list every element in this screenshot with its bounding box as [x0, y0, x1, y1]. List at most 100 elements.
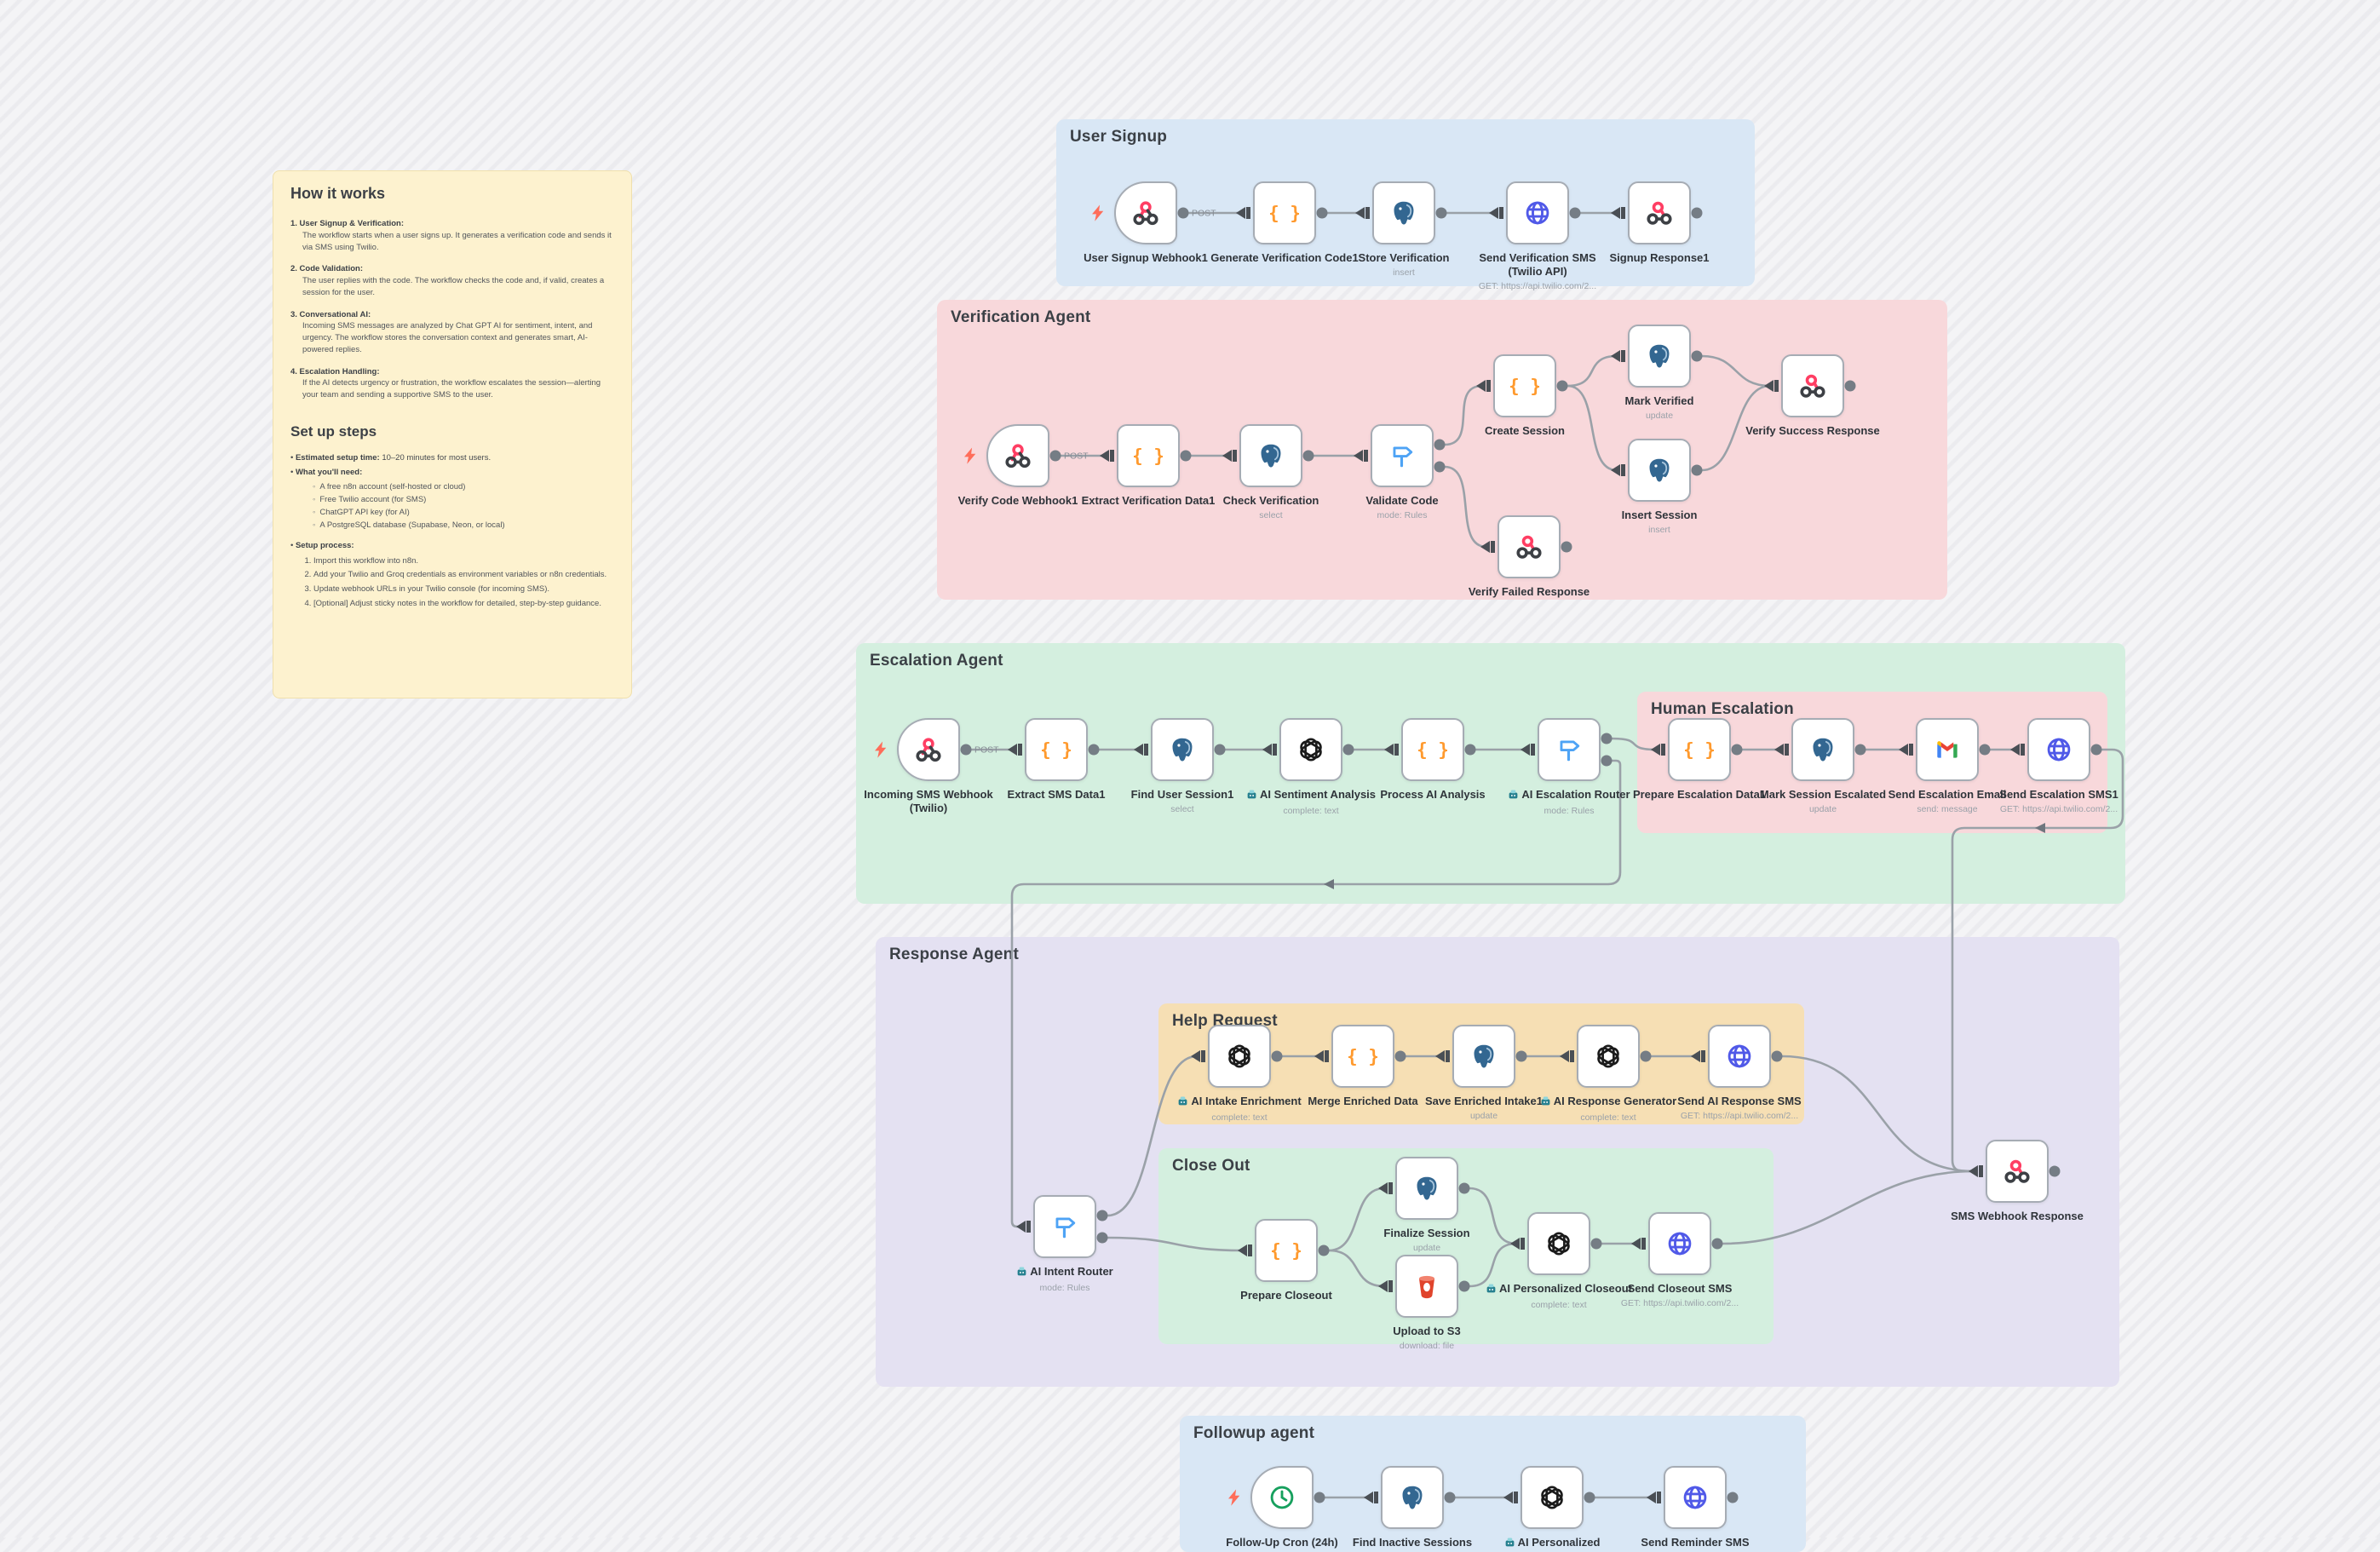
node-subtitle: insert — [1648, 524, 1670, 535]
node-label: Extract Verification Data1 — [1081, 494, 1216, 507]
postgres-icon — [1256, 441, 1285, 470]
node-extract-sms-data1[interactable]: { } Extract SMS Data1 — [1008, 718, 1105, 801]
code-icon: { } — [1348, 1042, 1377, 1071]
robot-badge-icon — [1540, 1095, 1551, 1110]
robot-badge-icon — [1246, 789, 1257, 803]
node-subtitle: complete: text — [1283, 805, 1339, 816]
node-prepare-escalation-data1[interactable]: { }Prepare Escalation Data1 — [1633, 718, 1766, 801]
respond-icon — [1515, 532, 1544, 561]
node-send-verification-sms-twilio-api[interactable]: Send Verification SMS (Twilio API)GET: h… — [1479, 181, 1596, 291]
node-send-reminder-sms[interactable]: Send Reminder SMS — [1641, 1466, 1750, 1549]
webhook-icon — [1003, 441, 1032, 470]
postgres-icon — [1398, 1483, 1427, 1512]
http-icon — [1665, 1229, 1694, 1258]
robot-badge-icon — [1016, 1266, 1027, 1280]
node-ai-personalized[interactable]: AI Personalized — [1505, 1466, 1600, 1549]
node-label: Follow-Up Cron (24h) — [1226, 1536, 1338, 1549]
openai-icon — [1296, 735, 1325, 764]
svg-text:{ }: { } — [1270, 203, 1299, 224]
code-icon: { } — [1685, 735, 1714, 764]
node-extract-verification-data1[interactable]: { }Extract Verification Data1 — [1082, 424, 1215, 507]
node-label: Merge Enriched Data — [1308, 1095, 1418, 1107]
node-subtitle: update — [1412, 1242, 1441, 1253]
node-verify-success-response[interactable]: Verify Success Response — [1745, 354, 1880, 437]
svg-text:{ }: { } — [1042, 739, 1071, 761]
http-icon — [1725, 1042, 1754, 1071]
node-label: Generate Verification Code1 — [1210, 251, 1359, 264]
node-label: SMS Webhook Response — [1951, 1210, 2084, 1222]
sticky-needs-list: A free n8n account (self-hosted or cloud… — [290, 481, 614, 532]
node-subtitle: send: message — [1917, 803, 1978, 814]
node-subtitle: mode: Rules — [1377, 509, 1428, 520]
node-create-session[interactable]: { }Create Session — [1485, 354, 1565, 437]
node-generate-verification-code1[interactable]: { } Generate Verification Code1 — [1210, 181, 1359, 264]
sticky-note-how-it-works[interactable]: How it works 1. User Signup & Verificati… — [273, 170, 632, 698]
sticky-item-2: 2. Code Validation: The user replies wit… — [290, 264, 605, 297]
node-label: User Signup Webhook1 — [1084, 251, 1208, 264]
switch-icon — [1050, 1212, 1079, 1241]
openai-icon — [1544, 1229, 1573, 1258]
node-verify-failed-response[interactable]: Verify Failed Response — [1469, 515, 1590, 598]
group-verification-agent[interactable]: Verification Agent — [937, 300, 1947, 600]
openai-icon — [1538, 1483, 1567, 1512]
sticky-setup-time: • Estimated setup time: 10–20 minutes fo… — [290, 452, 492, 463]
code-icon: { } — [1272, 1236, 1301, 1265]
node-follow-up-cron-24h[interactable]: Follow-Up Cron (24h) — [1226, 1466, 1338, 1549]
node-subtitle: update — [1645, 410, 1674, 421]
http-icon — [1523, 198, 1552, 227]
node-find-inactive-sessions[interactable]: Find Inactive Sessions — [1353, 1466, 1472, 1549]
node-sms-webhook-response[interactable]: SMS Webhook Response — [1951, 1140, 2084, 1222]
robot-badge-icon — [1486, 1283, 1497, 1297]
node-user-signup-webhook1[interactable]: User Signup Webhook1 — [1084, 181, 1208, 264]
node-verify-code-webhook1[interactable]: Verify Code Webhook1 — [958, 424, 1078, 507]
trigger-bolt-icon — [964, 447, 977, 464]
node-subtitle: complete: text — [1531, 1299, 1587, 1310]
code-icon: { } — [1510, 371, 1539, 400]
node-signup-response1[interactable]: Signup Response1 — [1609, 181, 1710, 264]
svg-text:{ }: { } — [1418, 739, 1447, 761]
node-subtitle: update — [1469, 1110, 1498, 1121]
node-incoming-sms-webhook-twilio[interactable]: Incoming SMS Webhook (Twilio) — [864, 718, 993, 814]
node-label: Extract SMS Data1 — [1007, 788, 1106, 801]
node-merge-enriched-data[interactable]: { } Merge Enriched Data — [1308, 1025, 1418, 1107]
group-title-followup-agent: Followup agent — [1193, 1424, 1315, 1442]
group-title-user-signup: User Signup — [1070, 128, 1168, 146]
node-subtitle: insert — [1393, 267, 1415, 278]
node-process-ai-analysis[interactable]: { }Process AI Analysis — [1380, 718, 1486, 801]
node-prepare-closeout[interactable]: { }Prepare Closeout — [1240, 1219, 1332, 1302]
trigger-bolt-icon — [1228, 1489, 1241, 1506]
node-subtitle: mode: Rules — [1544, 805, 1595, 816]
node-label: Verify Success Response — [1745, 424, 1880, 437]
